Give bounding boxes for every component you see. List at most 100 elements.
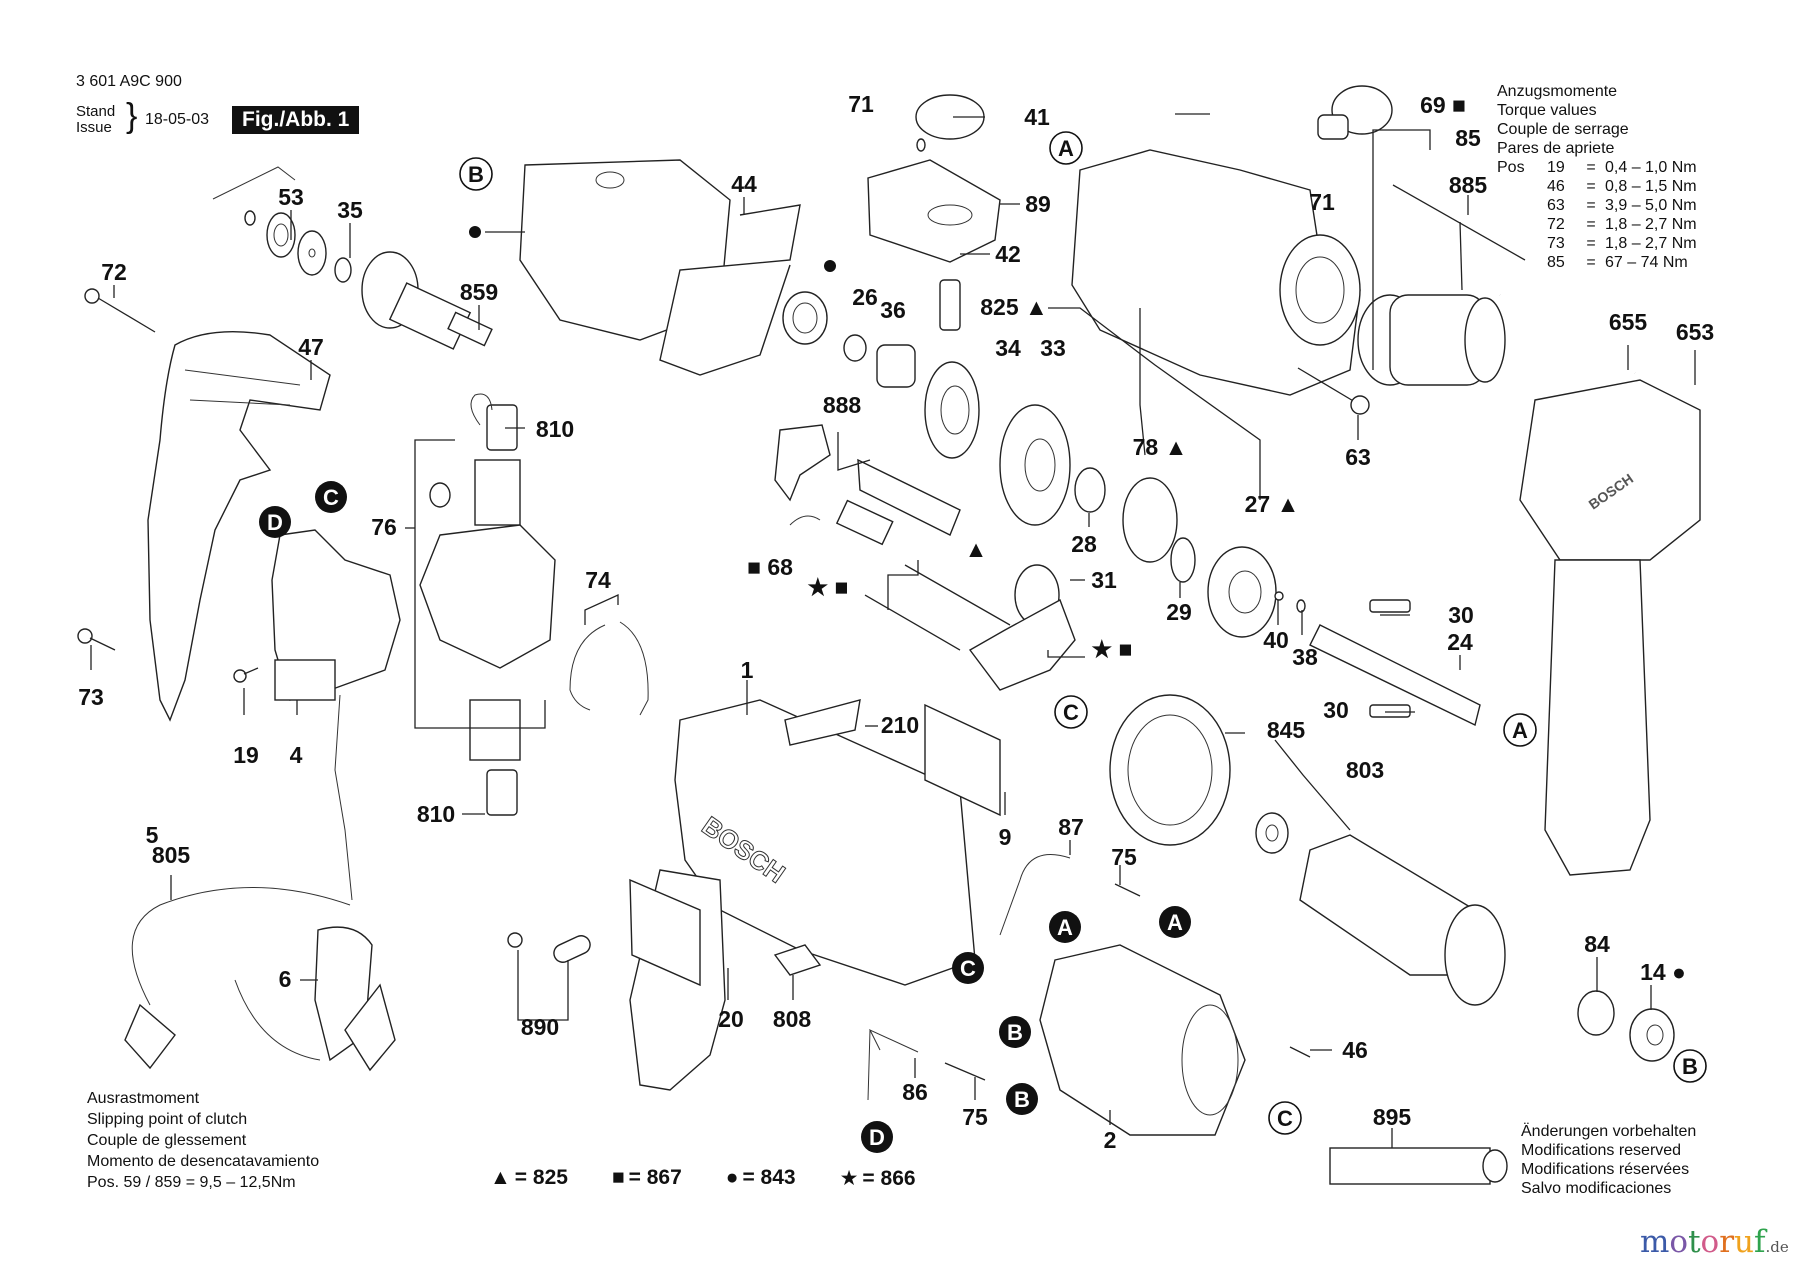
- part-label-35: 35: [337, 197, 363, 223]
- clutch-note-de: Ausrastmoment: [87, 1090, 200, 1107]
- part-label-85: 85: [1455, 125, 1481, 151]
- svg-text:B: B: [1682, 1054, 1698, 1079]
- svg-text:B: B: [1014, 1087, 1030, 1112]
- torque-equals: =: [1586, 235, 1596, 252]
- legend-star: ★= 866: [839, 1167, 916, 1190]
- part-label-84: 84: [1584, 931, 1610, 957]
- part-label-6: 6: [279, 966, 292, 992]
- torque-position: 73: [1547, 235, 1565, 252]
- part-label-38: 38: [1292, 644, 1318, 670]
- o-ring-38: [1296, 599, 1306, 613]
- torque-title-de: Anzugsmomente: [1497, 83, 1618, 100]
- circle-icon: ●: [725, 1166, 739, 1189]
- triangle-icon: ▲: [490, 1166, 511, 1189]
- part-label-210: 210: [881, 712, 919, 738]
- part-label-41: 41: [1024, 104, 1050, 130]
- part-label-27: 27 ▲: [1245, 491, 1300, 517]
- bracket-44: [659, 204, 801, 376]
- motoruf-watermark[interactable]: motoruf.de: [1640, 1224, 1789, 1260]
- torque-position: 85: [1547, 254, 1565, 271]
- torque-title-en: Torque values: [1497, 102, 1597, 119]
- spring-68: [789, 515, 821, 526]
- drill-chuck-85: [1357, 294, 1506, 386]
- selector-888: [774, 424, 961, 546]
- chuck-key-885: [1392, 184, 1526, 291]
- svg-text:C: C: [1277, 1106, 1293, 1131]
- power-cord-805: [124, 694, 396, 1072]
- part-label-20: 20: [718, 1006, 744, 1032]
- part-label-72: 72: [101, 259, 127, 285]
- part-label-803: 803: [1346, 757, 1384, 783]
- part-label-69: 69 ■: [1420, 92, 1466, 118]
- part-label-28: 28: [1071, 531, 1097, 557]
- modifications-note: Änderungen vorbehalten Modifications res…: [1521, 1122, 1696, 1198]
- reference-marker-b: B: [999, 1016, 1031, 1048]
- torque-equals: =: [1586, 178, 1596, 195]
- torque-equals: =: [1586, 216, 1596, 233]
- part-label-40: 40: [1263, 627, 1289, 653]
- gear-34: [924, 361, 980, 459]
- part-label-47: 47: [298, 334, 324, 360]
- torque-title-es: Pares de apriete: [1497, 140, 1615, 157]
- torque-value: 0,4 – 1,0 Nm: [1605, 159, 1697, 176]
- cover-89: [867, 159, 1001, 263]
- part-label-653: 653: [1676, 319, 1714, 345]
- circlip-78: [1122, 477, 1178, 563]
- clutch-note-pos: Pos. 59 / 859 = 9,5 – 12,5Nm: [87, 1174, 296, 1191]
- torque-value: 1,8 – 2,7 Nm: [1605, 216, 1697, 233]
- torque-title-fr: Couple de serrage: [1497, 121, 1629, 138]
- screw-19: [233, 667, 259, 683]
- auxiliary-handle-653: BOSCH: [1519, 379, 1701, 876]
- legend-triangle: ▲= 825: [490, 1166, 568, 1189]
- part-label-859: 859: [460, 279, 498, 305]
- spring-holder: [782, 291, 916, 388]
- part-label-30a: 30: [1448, 602, 1474, 628]
- connector-75a: [1114, 883, 1141, 897]
- part-label-30b: 30: [1323, 697, 1349, 723]
- square-icon: ■: [611, 1166, 625, 1189]
- gear-shaft-69: [1317, 85, 1393, 140]
- part-label-14: 14 ●: [1640, 959, 1686, 985]
- part-label-24: 24: [1447, 629, 1473, 655]
- svg-text:C: C: [323, 485, 339, 510]
- reference-marker-d: D: [861, 1121, 893, 1153]
- part-label-71a: 71: [848, 91, 874, 117]
- part-label-87: 87: [1058, 814, 1084, 840]
- part-label-53: 53: [278, 184, 304, 210]
- star-icon: ★: [839, 1167, 859, 1190]
- figure-label: Fig./Abb. 1: [232, 106, 360, 134]
- armature-803: [1299, 834, 1506, 1006]
- depth-stop-655: [1497, 291, 1638, 377]
- part-label-75b: 75: [962, 1104, 988, 1130]
- reference-marker-c: C: [1054, 695, 1088, 729]
- mods-de: Änderungen vorbehalten: [1521, 1123, 1697, 1140]
- stand-issue-label: Stand Issue: [76, 104, 115, 136]
- legend-circle: ●= 843: [725, 1166, 796, 1189]
- svg-text:B: B: [468, 162, 484, 187]
- part-label-845: 845: [1267, 717, 1306, 743]
- screw-63: [1297, 367, 1370, 415]
- issue-date: 18-05-03: [145, 111, 210, 128]
- svg-text:C: C: [1063, 700, 1079, 725]
- part-label-74: 74: [585, 567, 611, 593]
- switch-4: [271, 529, 401, 701]
- svg-text:A: A: [1058, 136, 1074, 161]
- screw-72: [84, 288, 156, 333]
- part-number: 3 601 A9C 900: [76, 73, 182, 90]
- clutch-859: [361, 251, 493, 350]
- part-label-tri: ▲: [965, 536, 988, 562]
- reference-marker-b: B: [1673, 1049, 1707, 1083]
- selector-knob-41: [915, 94, 985, 152]
- brush-springs-74: [569, 593, 649, 716]
- torque-value: 1,8 – 2,7 Nm: [1605, 235, 1697, 252]
- brace-glyph: }: [126, 97, 138, 135]
- part-label-890: 890: [521, 1014, 559, 1040]
- svg-text:C: C: [960, 956, 976, 981]
- clutch-note-fr: Couple de glessement: [87, 1132, 247, 1149]
- torque-row: 72=1,8 – 2,7 Nm: [1497, 215, 1725, 234]
- torque-value: 3,9 – 5,0 Nm: [1605, 197, 1697, 214]
- spindle-24: [1309, 599, 1481, 727]
